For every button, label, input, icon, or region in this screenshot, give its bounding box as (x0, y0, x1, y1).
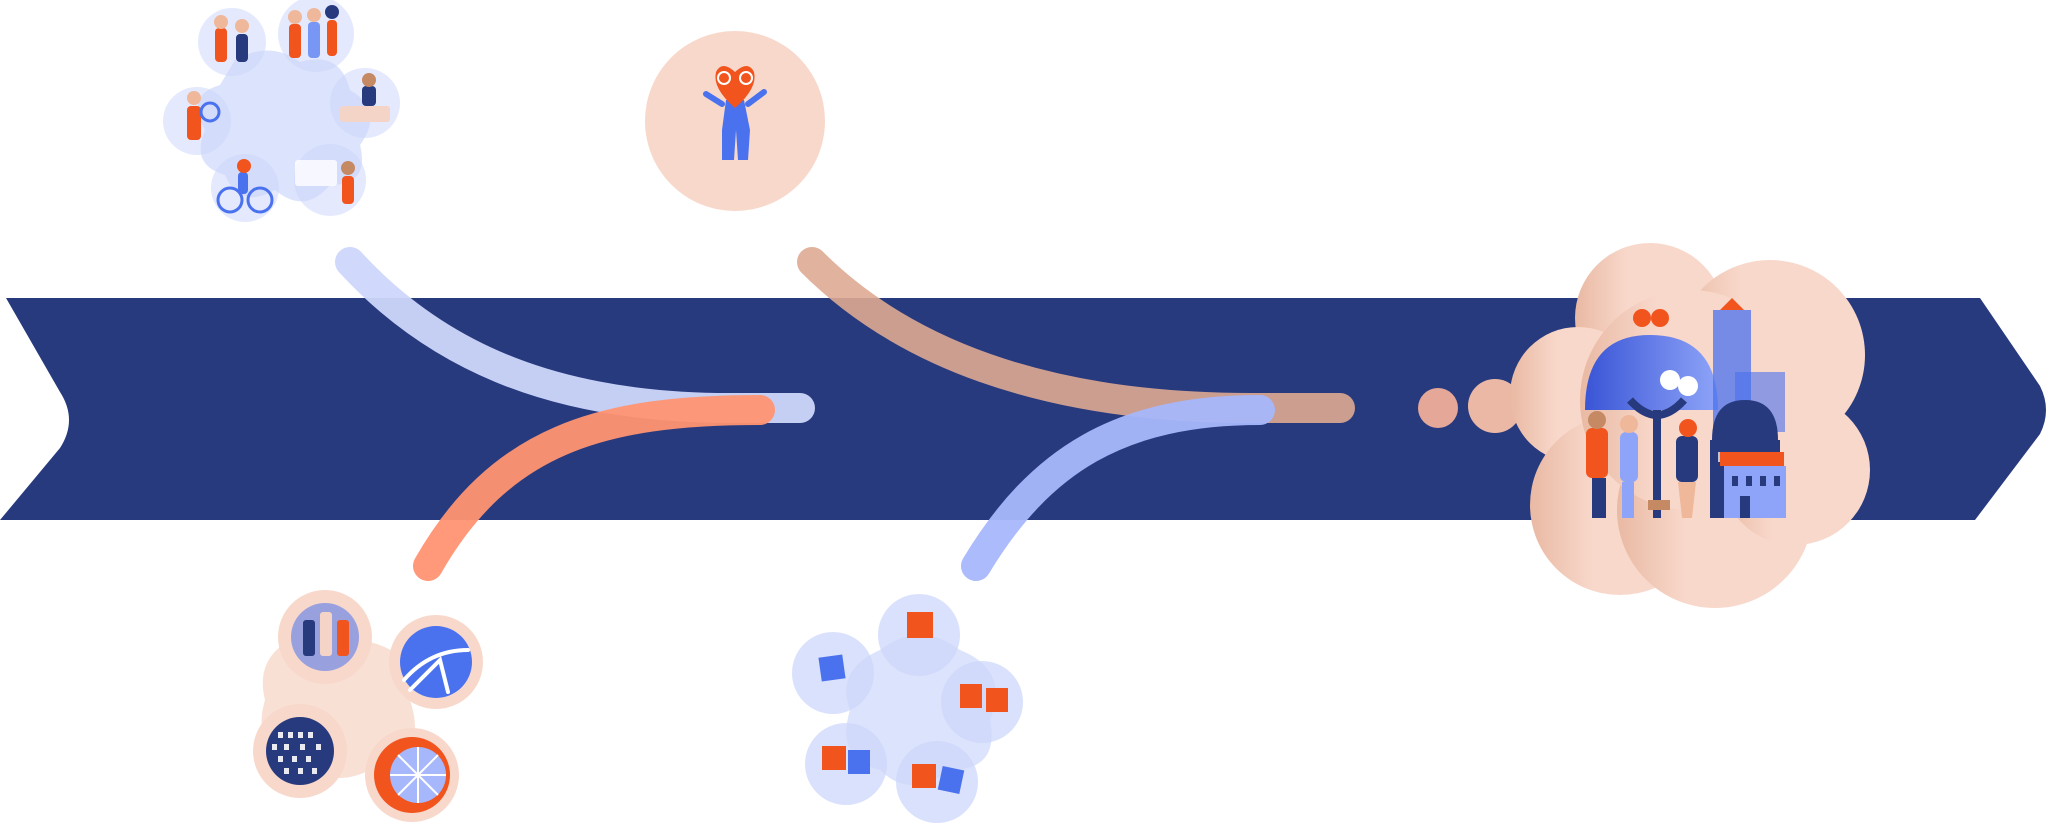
data-icon (253, 590, 483, 822)
data-cluster (253, 590, 483, 822)
blocks-cluster (792, 594, 1023, 823)
stream-dot-2 (1468, 379, 1522, 433)
stream-dot-1 (1418, 388, 1458, 428)
heart-person (645, 31, 825, 211)
city-icon (1585, 298, 1786, 518)
people-cluster (163, 0, 400, 222)
city-cloud (1510, 243, 1870, 608)
people-icon (163, 0, 400, 222)
blocks-icon (792, 594, 1023, 823)
heart-person-icon (703, 66, 767, 160)
stream-data (413, 395, 775, 581)
